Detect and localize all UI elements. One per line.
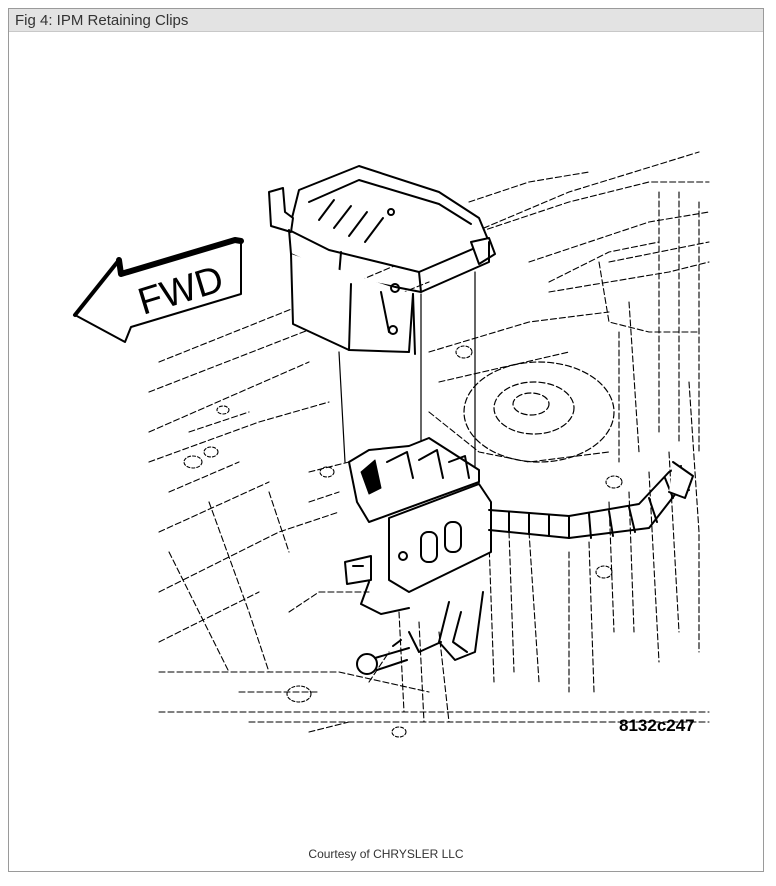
body-well <box>463 361 615 463</box>
body-holes <box>183 345 623 738</box>
figure-title: Fig 4: IPM Retaining Clips <box>15 12 189 29</box>
wiring-harness <box>356 461 694 675</box>
fwd-arrow <box>73 237 244 343</box>
ipm-diagram: FWD 8132c247 <box>73 151 710 738</box>
ipm-base <box>344 437 492 593</box>
ipm-module <box>268 165 496 355</box>
figure-credit: Courtesy of CHRYSLER LLC <box>308 847 464 861</box>
diagram-area: FWD 8132c247 <box>9 32 763 832</box>
figure-frame: Fig 4: IPM Retaining Clips <box>8 8 764 872</box>
body-structure <box>148 151 710 733</box>
figure-title-bar: Fig 4: IPM Retaining Clips <box>9 9 763 32</box>
part-number: 8132c247 <box>619 716 695 735</box>
